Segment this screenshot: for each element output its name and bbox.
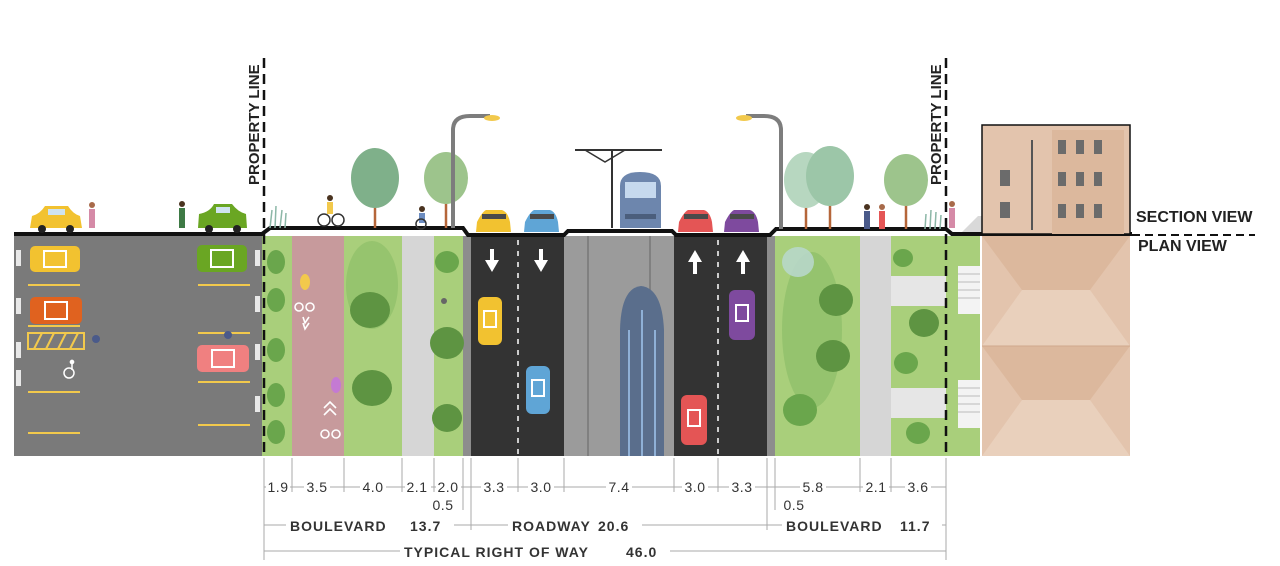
dim-segment: 3.0 (531, 479, 552, 495)
down-arrow-icon (485, 249, 548, 272)
dim-segment: 4.0 (363, 479, 384, 495)
bike-lane-symbols (294, 302, 341, 439)
right-trees-plan (782, 247, 939, 444)
car-blue-plan (526, 366, 550, 414)
walkway-2 (891, 388, 946, 418)
right-planting-strip (891, 236, 946, 456)
property-line-right-label: PROPERTY LINE (928, 64, 945, 185)
dim-segment: 5.8 (803, 479, 824, 495)
section-taxi (30, 206, 82, 233)
right-sidewalk (860, 236, 891, 456)
section-grass-right (924, 209, 942, 230)
section-blue-car (524, 210, 559, 232)
section-wheelchair-user (415, 206, 427, 230)
parked-car-yellow (30, 246, 80, 272)
boulevard-right-label: BOULEVARD (786, 518, 883, 534)
wheelchair-icon (63, 359, 75, 379)
building-elevation (962, 124, 1131, 235)
left-trees-plan (267, 241, 464, 444)
segment-dimension-labels: 1.9 3.5 4.0 2.1 2.0 0.5 3.3 3.0 7.4 3.0 … (266, 478, 931, 513)
building-steps (958, 266, 980, 428)
parked-car-orange (30, 297, 82, 324)
dim-segment: 3.6 (908, 479, 929, 495)
section-purple-car (724, 210, 759, 232)
car-purple-plan (729, 290, 755, 340)
parking-stall-markings (28, 284, 250, 434)
section-red-car (678, 210, 713, 232)
dim-segment: 0.5 (784, 497, 805, 513)
left-sidewalk (402, 236, 434, 456)
section-yellow-car (476, 210, 511, 232)
dim-segment: 1.9 (268, 479, 289, 495)
car-red-plan (681, 395, 707, 445)
dim-segment: 3.3 (484, 479, 505, 495)
section-tree-left-1 (351, 148, 399, 228)
dim-segment: 0.5 (433, 497, 454, 513)
dim-segment: 7.4 (609, 479, 630, 495)
right-curb (767, 236, 775, 456)
total-row-value: 46.0 (626, 544, 657, 560)
plan-view-label: PLAN VIEW (1138, 238, 1228, 255)
section-streetcar (575, 149, 662, 228)
section-pedestrians-right (864, 201, 955, 229)
streetcar-plan (620, 286, 664, 456)
dim-segment: 3.3 (732, 479, 753, 495)
section-tree-left-2 (424, 152, 468, 228)
section-green-car (198, 204, 247, 233)
left-curb (463, 236, 471, 456)
dim-segment: 2.1 (866, 479, 887, 495)
walkway-1 (891, 276, 946, 306)
building-roof-plan (982, 236, 1130, 456)
parked-car-pink (197, 345, 249, 372)
section-trees-right (784, 146, 928, 229)
pedestrian-top-view (92, 331, 232, 343)
ground-profile (14, 226, 1132, 237)
southbound-lanes (471, 236, 564, 456)
section-streetlight-right (736, 114, 783, 229)
section-view (14, 114, 1132, 237)
dim-segment: 2.0 (438, 479, 459, 495)
dim-segment: 3.0 (685, 479, 706, 495)
dim-segment: 3.5 (307, 479, 328, 495)
roadway-label: ROADWAY (512, 518, 591, 534)
section-streetlight-left (451, 114, 500, 228)
section-grass-left (269, 205, 287, 229)
boulevard-left-value: 13.7 (410, 518, 441, 534)
section-cyclist (317, 195, 345, 227)
boulevard-left-label: BOULEVARD (290, 518, 387, 534)
parked-car-green (197, 245, 247, 272)
cyclist-top-view (300, 274, 341, 393)
bike-lane (292, 236, 344, 456)
curb-stops (16, 250, 260, 412)
boulevard-right-value: 11.7 (900, 518, 930, 534)
property-line-left-label: PROPERTY LINE (246, 64, 263, 185)
section-pedestrians-left (89, 201, 185, 228)
dimension-ticks (263, 458, 947, 560)
car-yellow-plan (478, 297, 502, 345)
group-dimension-labels: BOULEVARD 13.7 ROADWAY 20.6 BOULEVARD 11… (286, 516, 942, 560)
dim-segment: 2.1 (407, 479, 428, 495)
up-arrow-icon (688, 250, 750, 274)
total-row-label: TYPICAL RIGHT OF WAY (404, 544, 589, 560)
section-view-label: SECTION VIEW (1136, 209, 1253, 226)
accessible-loading-zone (27, 332, 85, 350)
plan-view (14, 236, 1130, 456)
roadway-value: 20.6 (598, 518, 629, 534)
